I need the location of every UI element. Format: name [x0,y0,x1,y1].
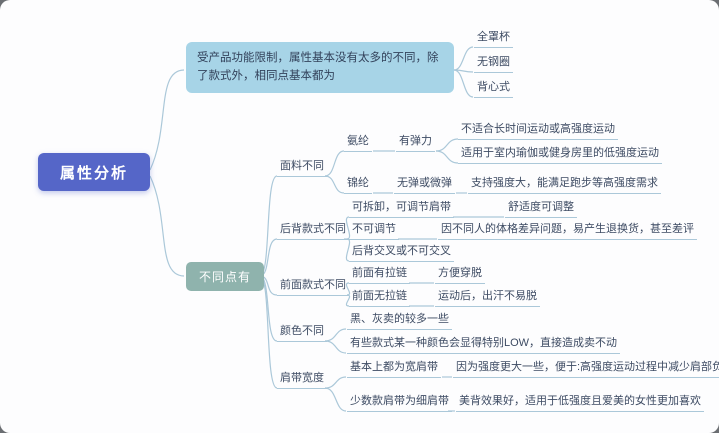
category-color[interactable]: 颜色不同 [277,324,327,342]
fabric-nylon[interactable]: 锦纶 [344,176,372,194]
same-item-full-cup[interactable]: 全罩杯 [474,30,513,48]
color-row-popular[interactable]: 黑、灰卖的较多一些 [347,312,452,330]
fabric-nylon-note[interactable]: 支持强度大，能满足跑步等高强度需求 [468,176,661,194]
front-row-zipper[interactable]: 前面有拉链 [349,266,410,284]
strap-row-thin[interactable]: 少数款肩带为细肩带 [347,394,452,412]
fabric-spandex-note-1[interactable]: 不适合长时间运动或高强度运动 [458,122,618,140]
back-row-adjustable-note[interactable]: 舒适度可调整 [505,200,577,218]
front-row-no-zipper[interactable]: 前面无拉链 [349,289,410,307]
same-item-vest-style[interactable]: 背心式 [474,80,513,98]
strap-row-wide-note[interactable]: 因为强度更大一些，便于:高强度运动过程中减少肩部负担 [453,360,719,378]
back-row-fixed[interactable]: 不可调节 [349,222,399,240]
same-item-wireless[interactable]: 无钢圈 [474,55,513,73]
category-fabric[interactable]: 面料不同 [277,159,327,177]
strap-row-wide[interactable]: 基本上都为宽肩带 [347,360,441,378]
back-row-cross[interactable]: 后背交叉或不可交叉 [349,244,454,262]
category-strap-width[interactable]: 肩带宽度 [277,371,327,389]
category-back-style[interactable]: 后背款式不同 [277,222,349,240]
fabric-spandex[interactable]: 氨纶 [344,134,372,152]
diff-points-topic[interactable]: 不同点有 [186,262,265,291]
fabric-spandex-note-2[interactable]: 适用于室内瑜伽或健身房里的低强度运动 [458,146,662,164]
color-row-low[interactable]: 有些款式某一种颜色会显得特别LOW，直接造成卖不动 [347,336,621,354]
fabric-spandex-trait[interactable]: 有弹力 [396,134,435,152]
fabric-nylon-trait[interactable]: 无弹或微弹 [394,176,455,194]
front-row-zipper-note[interactable]: 方便穿脱 [435,266,485,284]
front-row-no-zipper-note[interactable]: 运动后，出汗不易脱 [435,289,540,307]
same-points-summary[interactable]: 受产品功能限制，属性基本没有太多的不同，除了款式外，相同点基本都为 [186,42,454,93]
root-topic[interactable]: 属性分析 [38,153,150,191]
strap-row-thin-note[interactable]: 美背效果好，适用于低强度且爱美的女性更加喜欢 [456,394,704,412]
category-front-style[interactable]: 前面款式不同 [277,278,349,296]
back-row-adjustable[interactable]: 可拆卸，可调节肩带 [349,200,454,218]
back-row-fixed-note[interactable]: 因不同人的体格差异问题，易产生退换货，甚至差评 [438,222,697,240]
